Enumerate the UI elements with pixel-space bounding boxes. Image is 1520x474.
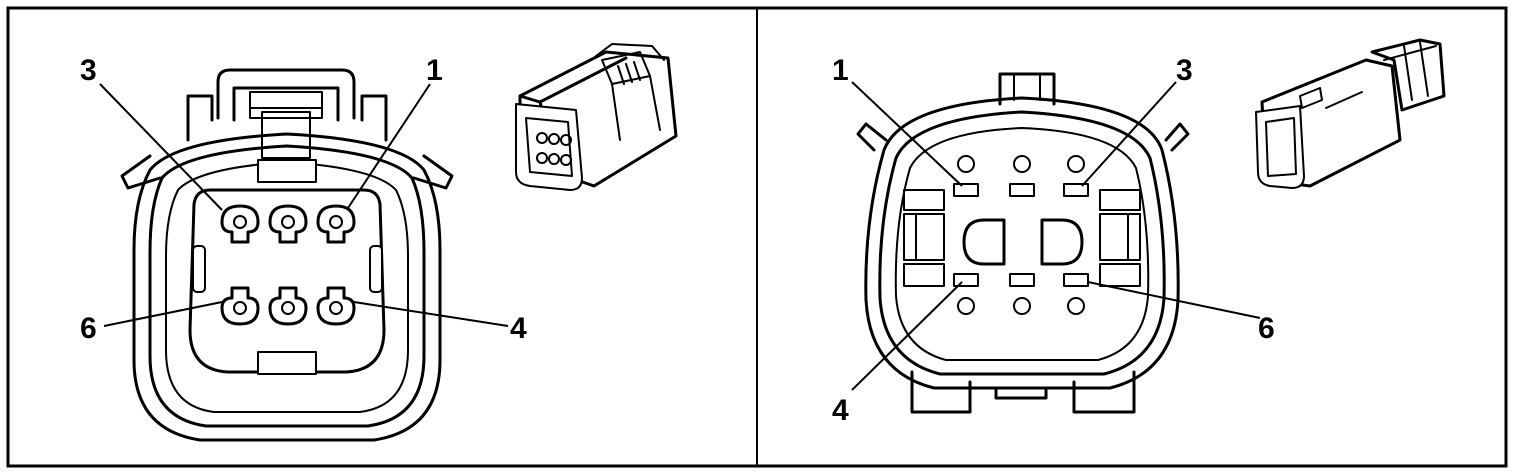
pin-label-3-left: 3: [80, 54, 97, 87]
pin-label-1-right: 1: [832, 54, 849, 87]
terminal-5: [1009, 273, 1035, 287]
terminal-1: [953, 183, 979, 197]
cavity-row-top: [220, 204, 356, 244]
leader-6-right: [1087, 281, 1261, 319]
pin-label-6-left: 6: [80, 312, 97, 345]
leader-4-right: [851, 281, 963, 391]
leader-1-left: [347, 83, 431, 209]
pin-label-1-left: 1: [426, 54, 443, 87]
cavity-5: [268, 286, 308, 326]
terminal-2: [1009, 183, 1035, 197]
cavity-2: [268, 204, 308, 244]
leader-3-right: [1081, 81, 1177, 187]
pin-label-6-right: 6: [1258, 312, 1275, 345]
cavity-1: [316, 204, 356, 244]
leader-4-left: [353, 301, 509, 327]
cavity-row-bottom: [220, 286, 356, 326]
pin-row-top: [957, 155, 1085, 173]
male-connector-isometric-icon: [1255, 38, 1446, 189]
cavity-3: [220, 204, 260, 244]
terminal-row-bottom: [953, 273, 1089, 287]
leader-1-right: [851, 81, 963, 187]
pin-row-bottom: [957, 297, 1085, 315]
pin-label-3-right: 3: [1176, 54, 1193, 87]
leader-3-left: [99, 83, 223, 211]
leader-6-left: [103, 301, 223, 327]
female-connector-isometric-icon: [515, 43, 678, 191]
female-connector-face: [120, 68, 454, 442]
male-connector-face: [856, 72, 1190, 414]
terminal-4: [953, 273, 979, 287]
cavity-6: [220, 286, 260, 326]
pin-label-4-right: 4: [832, 394, 849, 427]
terminal-row-top: [953, 183, 1089, 197]
pin-label-4-left: 4: [510, 312, 527, 345]
cavity-4: [316, 286, 356, 326]
terminal-3: [1063, 183, 1089, 197]
terminal-6: [1063, 273, 1089, 287]
